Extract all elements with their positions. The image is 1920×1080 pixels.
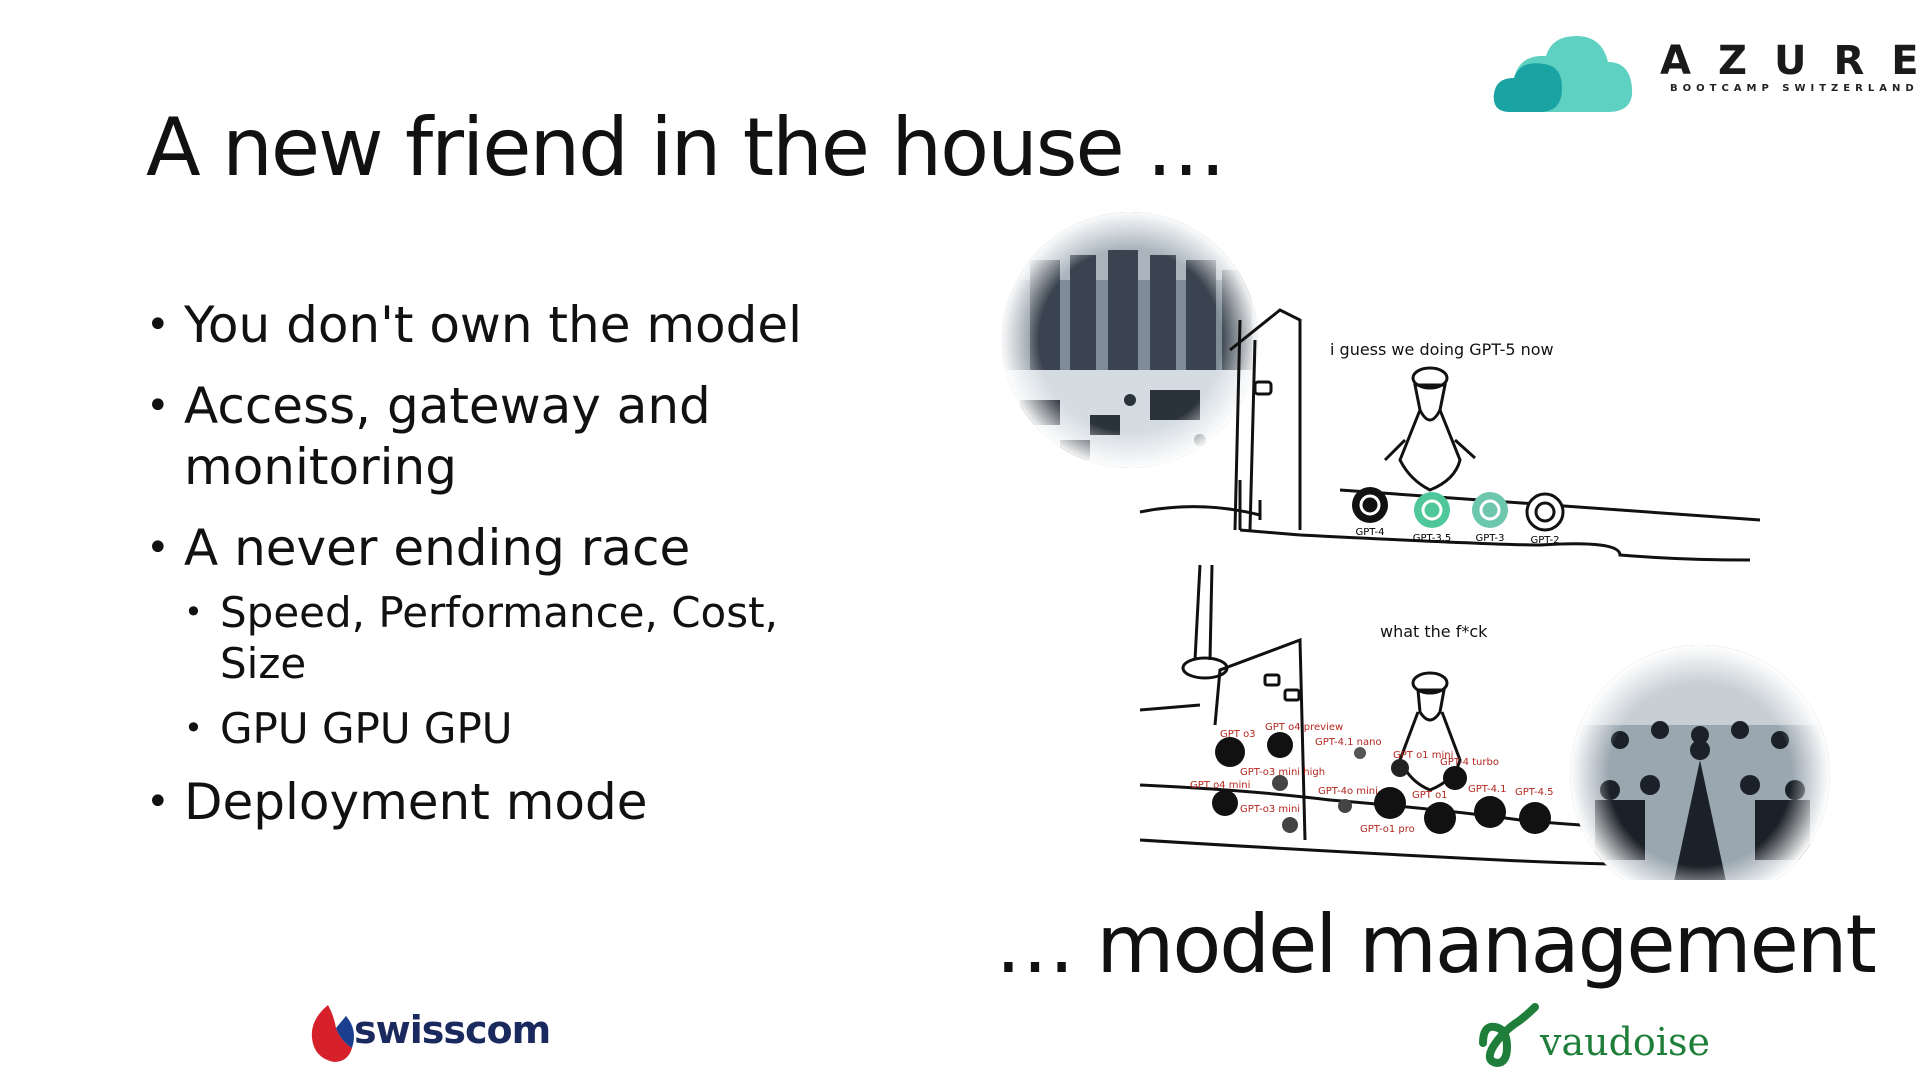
azure-logo-word: AZURE <box>1660 38 1920 84</box>
swisscom-wordmark: swisscom <box>354 1008 551 1052</box>
medallion-label: GPT o4 preview <box>1265 722 1343 733</box>
medallion-label: GPT-3 <box>1476 533 1505 544</box>
bottom-model-medallions: GPT o3 GPT o4 preview GPT-4.1 nano GPT o… <box>1190 722 1553 835</box>
medallion-label: GPT o1 <box>1412 790 1448 801</box>
azure-bootcamp-logo <box>1493 36 1633 112</box>
medallion-label: GPT-o3 mini <box>1240 804 1300 815</box>
medallion-label: GPT-3.5 <box>1413 533 1451 544</box>
medallion-gpt-o1-pro: GPT-o1 pro <box>1360 802 1456 835</box>
bullet-text: You don't own the model <box>184 296 803 354</box>
medallion-gpt-4.1: GPT-4.1 <box>1468 784 1506 828</box>
bullet-text: Speed, Performance, Cost, Size <box>220 588 778 688</box>
model-management-heading: … model management <box>995 898 1877 991</box>
medallion-gpt-o3-mini: GPT-o3 mini <box>1240 804 1300 833</box>
vaudoise-wordmark: vaudoise <box>1540 1020 1710 1064</box>
bullet-item: •Access, gateway and monitoring <box>146 377 711 496</box>
warehouse-photo <box>1002 212 1258 468</box>
medallion-gpt-o1: GPT o1 <box>1374 787 1448 819</box>
vaudoise-logo <box>1479 1003 1539 1068</box>
bullet-text: Deployment mode <box>184 773 648 831</box>
medallion-gpt-o3-mini-high: GPT-o3 mini high <box>1240 767 1325 791</box>
bullet-text: GPU GPU GPU <box>220 704 513 753</box>
bottom-caption: what the f*ck <box>1380 622 1488 641</box>
sub-bullet-item: •Speed, Performance, Cost, Size <box>146 587 846 689</box>
medallion-label: GPT-2 <box>1531 535 1560 546</box>
azure-logo-tagline: BOOTCAMP SWITZERLAND <box>1670 83 1919 94</box>
medallion-gpt-4o-mini: GPT-4o mini <box>1318 786 1378 813</box>
medallion-gpt-3: GPT-3 <box>1472 492 1508 544</box>
medallion-gpt-4.5: GPT-4.5 <box>1515 787 1553 834</box>
medallion-gpt-2: GPT-2 <box>1525 492 1565 546</box>
medallion-label: GPT-4.5 <box>1515 787 1553 798</box>
medallion-label: GPT-4.1 <box>1468 784 1506 795</box>
medallion-gpt-3.5: GPT-3.5 <box>1413 492 1451 544</box>
medallion-gpt-o4-mini: GPT o4 mini <box>1190 780 1250 816</box>
bullet-text: A never ending race <box>184 519 691 577</box>
medallion-gpt-o4-preview: GPT o4 preview <box>1265 722 1343 758</box>
medallion-label: GPT-4 <box>1356 527 1385 538</box>
medallion-gpt-o3: GPT o3 <box>1215 729 1256 767</box>
medallion-label: GPT o3 <box>1220 729 1256 740</box>
medallion-gpt-o1-mini: GPT o1 mini <box>1391 750 1453 777</box>
penguin-figure <box>1383 366 1477 492</box>
slide-title: A new friend in the house … <box>146 101 1226 194</box>
orchestra-photo <box>1570 645 1830 880</box>
medallion-label: GPT o4 mini <box>1190 780 1250 791</box>
medallion-gpt-4.1-nano: GPT-4.1 nano <box>1315 737 1382 759</box>
medallion-label: GPT-4o mini <box>1318 786 1378 797</box>
swisscom-logo <box>311 1005 354 1062</box>
medallion-label: GPT o1 mini <box>1393 750 1453 761</box>
top-scene <box>1139 308 1761 562</box>
bullet-item: •A never ending race <box>146 519 691 577</box>
medallion-label: GPT-4 turbo <box>1440 757 1499 768</box>
sub-bullet-item: •GPU GPU GPU <box>146 703 846 754</box>
bullet-item: •You don't own the model <box>146 296 803 354</box>
top-caption: i guess we doing GPT-5 now <box>1330 340 1554 359</box>
top-model-medallions: GPT-4 GPT-3.5 GPT-3 GPT-2 <box>1352 487 1565 546</box>
gpt-models-sketch: i guess we doing GPT-5 now GPT-4 GPT-3.5… <box>1002 212 1830 880</box>
bullet-list: •You don't own the model •Access, gatewa… <box>146 295 846 853</box>
medallion-label: GPT-o3 mini high <box>1240 767 1325 778</box>
medallion-label: GPT-4.1 nano <box>1315 737 1382 748</box>
medallion-gpt-4: GPT-4 <box>1352 487 1388 538</box>
bullet-text: Access, gateway and monitoring <box>184 377 711 496</box>
medallion-label: GPT-o1 pro <box>1360 824 1415 835</box>
bullet-item: •Deployment mode <box>146 773 648 831</box>
medallion-gpt-4-turbo: GPT-4 turbo <box>1440 757 1499 790</box>
